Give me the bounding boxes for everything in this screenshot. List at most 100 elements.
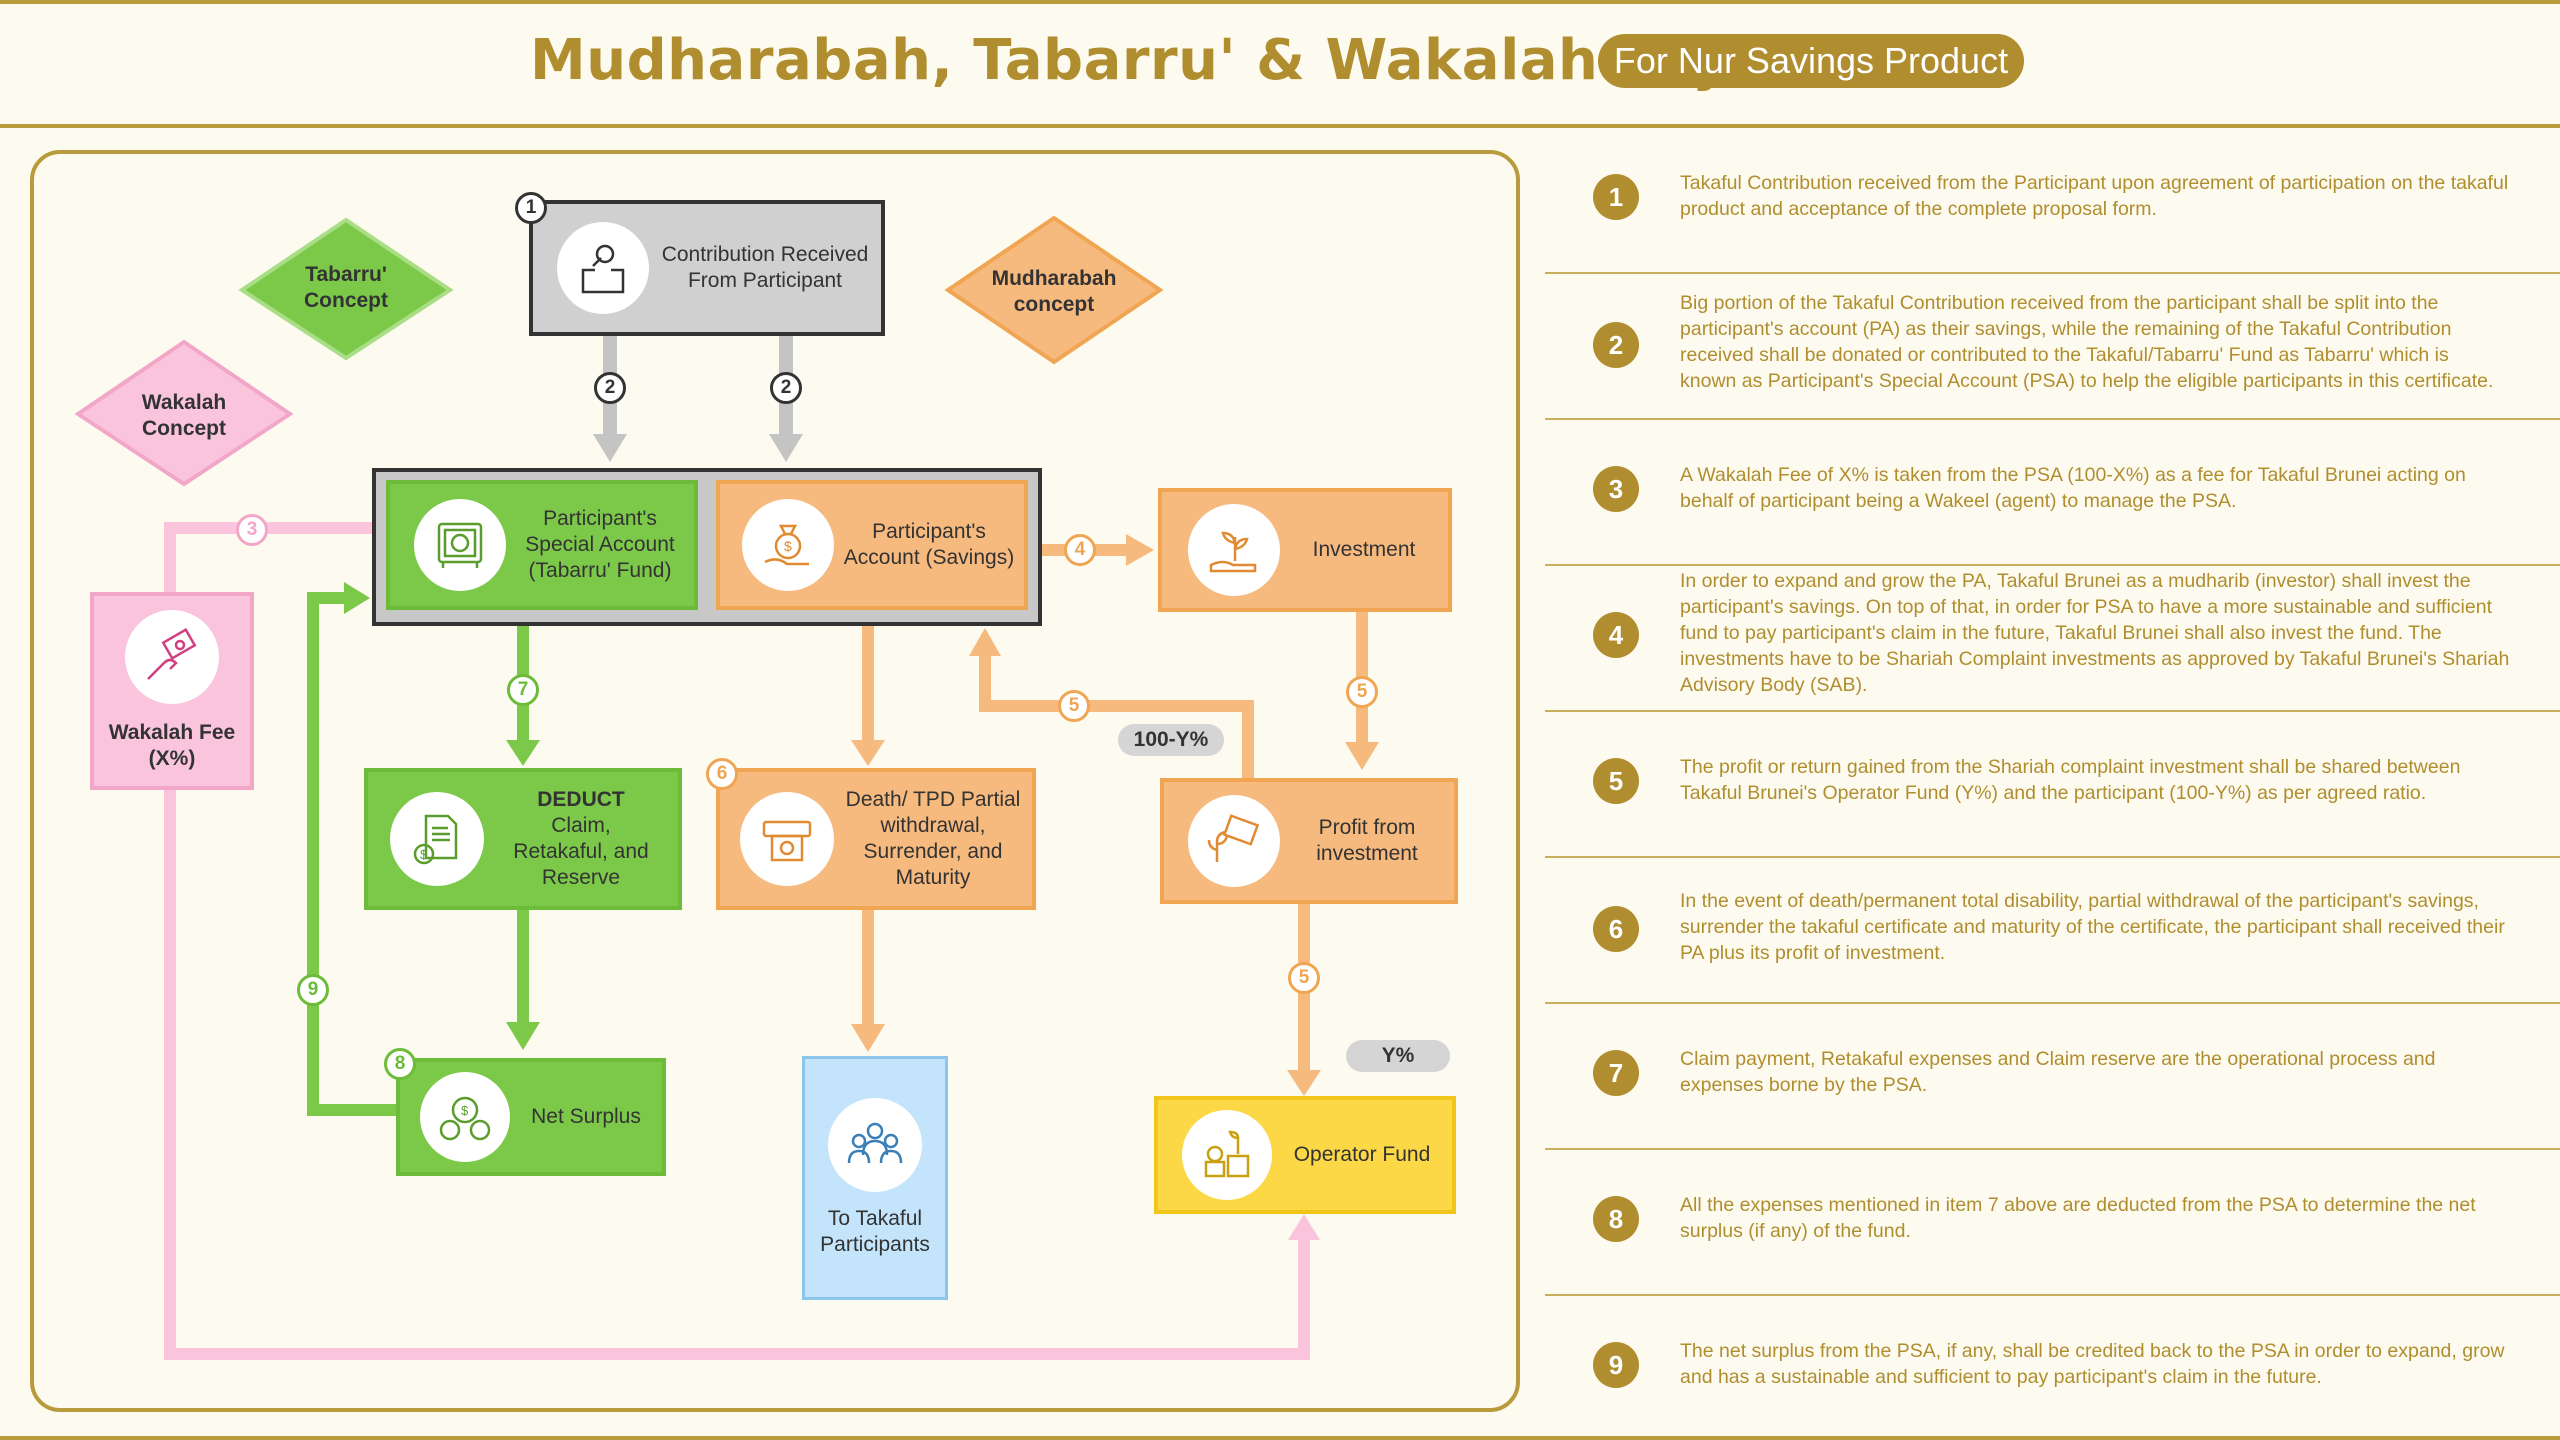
note-divider [1545, 1148, 2560, 1150]
note-text: Big portion of the Takaful Contribution … [1680, 292, 2494, 392]
step-badge-4: 4 [1064, 534, 1096, 566]
note-text: In the event of death/permanent total di… [1680, 890, 2505, 964]
to-participants-label: To Takaful Participants [820, 1207, 930, 1256]
atm-icon [740, 792, 834, 886]
wakalah-fee-label: Wakalah Fee (X%) [108, 721, 236, 770]
note-number: 9 [1593, 1342, 1639, 1388]
note-number: 8 [1593, 1196, 1639, 1242]
tag-y-percent: Y% [1346, 1040, 1450, 1072]
note-divider [1545, 856, 2560, 858]
coin-drop-icon [557, 222, 649, 314]
arrowhead-orange-profit [1345, 742, 1379, 770]
wakalah-connector [164, 522, 1310, 1360]
svg-text:$: $ [784, 538, 792, 554]
step-badge-1: 1 [515, 192, 547, 224]
death-tpd-box: Death/ TPD Partial withdrawal, Surrender… [716, 768, 1036, 910]
operator-fund-label: Operator Fund [1293, 1143, 1431, 1166]
step-badge-2a: 2 [594, 372, 626, 404]
note-text: The profit or return gained from the Sha… [1680, 756, 2461, 804]
operator-fund-box: Operator Fund [1154, 1096, 1456, 1214]
wakalah-concept-label: Wakalah Concept [141, 391, 227, 440]
pa-label: Participant's Account (Savings) [843, 520, 1015, 569]
profit-box: Profit from investment [1160, 778, 1458, 904]
psa-label: Participant's Special Account (Tabarru' … [525, 507, 675, 582]
to-participants-box: To Takaful Participants [802, 1056, 948, 1300]
note-text: Claim payment, Retakaful expenses and Cl… [1680, 1048, 2436, 1096]
wakalah-fee-box: Wakalah Fee (X%) [90, 592, 254, 790]
document-money-icon: $ [390, 792, 484, 886]
arrowhead-grey-1 [593, 434, 627, 462]
step-badge-8: 8 [384, 1048, 416, 1080]
product-pill: For Nur Savings Product [1598, 34, 2024, 88]
grey-connectors [603, 336, 793, 436]
note-text: Takaful Contribution received from the P… [1680, 172, 2509, 220]
note-number: 3 [1593, 466, 1639, 512]
svg-text:$: $ [461, 1103, 469, 1118]
header-divider [0, 124, 2560, 128]
note-number: 7 [1593, 1050, 1639, 1096]
top-border [0, 0, 2560, 4]
bottom-border [0, 1436, 2560, 1440]
death-tpd-label: Death/ TPD Partial withdrawal, Surrender… [845, 788, 1021, 889]
wakalah-concept-diamond [74, 339, 294, 487]
diagram-panel [30, 150, 1520, 1412]
profit-label: Profit from investment [1316, 816, 1418, 865]
contribution-box: Contribution Received From Participant [529, 200, 885, 336]
mudharabah-concept-label: Mudharabah concept [991, 267, 1117, 316]
psa-box: Participant's Special Account (Tabarru' … [386, 480, 698, 610]
deduct-title: DEDUCT [537, 788, 625, 811]
note-divider [1545, 710, 2560, 712]
investment-box: Investment [1158, 488, 1452, 612]
step-badge-9: 9 [297, 974, 329, 1006]
deduct-text: DEDUCT Claim, Retakaful, and Reserve [484, 787, 678, 891]
note-number: 6 [1593, 906, 1639, 952]
note-number: 4 [1593, 612, 1639, 658]
plant-hand-icon [1188, 504, 1280, 596]
step-badge-5a: 5 [1058, 690, 1090, 722]
arrowhead-orange-participants [851, 1024, 885, 1052]
arrowhead-green-psa [344, 582, 370, 614]
net-surplus-box: $ Net Surplus [396, 1058, 666, 1176]
step-badge-5b: 5 [1346, 676, 1378, 708]
people-group-icon [828, 1098, 922, 1192]
step-badge-3: 3 [236, 514, 268, 546]
safe-icon [414, 499, 506, 591]
step-badge-6: 6 [706, 758, 738, 790]
deduct-body: Claim, Retakaful, and Reserve [513, 814, 649, 889]
note-text: All the expenses mentioned in item 7 abo… [1680, 1194, 2476, 1242]
note-text: In order to expand and grow the PA, Taka… [1680, 570, 2510, 696]
svg-text:$: $ [420, 847, 428, 862]
arrowhead-grey-2 [769, 434, 803, 462]
note-text: The net surplus from the PSA, if any, sh… [1680, 1340, 2505, 1388]
arrowhead-orange-operator [1287, 1070, 1321, 1096]
hand-cash-icon [125, 610, 219, 704]
money-bag-hand-icon: $ [742, 499, 834, 591]
arrowhead-orange-death [851, 740, 885, 766]
net-surplus-label: Net Surplus [531, 1105, 641, 1128]
mudharabah-concept-diamond [944, 215, 1164, 365]
tabarru-concept-diamond [238, 217, 454, 361]
arrowhead-pink-operator [1288, 1214, 1320, 1240]
deduct-box: $ DEDUCT Claim, Retakaful, and Reserve [364, 768, 682, 910]
note-number: 1 [1593, 174, 1639, 220]
arrowhead-green-deduct [506, 740, 540, 766]
arrowhead-green-surplus [506, 1022, 540, 1050]
tag-100-minus-y: 100-Y% [1118, 724, 1224, 756]
money-growth-icon [1188, 795, 1280, 887]
note-divider [1545, 272, 2560, 274]
note-divider [1545, 1294, 2560, 1296]
money-bags-icon: $ [420, 1072, 510, 1162]
arrowhead-orange-pa [969, 628, 1001, 656]
tabarru-concept-label: Tabarru' Concept [304, 263, 388, 312]
pa-box: $ Participant's Account (Savings) [716, 480, 1028, 610]
step-badge-2b: 2 [770, 372, 802, 404]
coins-plant-icon [1182, 1110, 1272, 1200]
step-badge-7: 7 [507, 674, 539, 706]
arrowhead-orange-invest [1126, 534, 1154, 566]
note-divider [1545, 564, 2560, 566]
note-number: 5 [1593, 758, 1639, 804]
step-badge-5c: 5 [1288, 962, 1320, 994]
note-divider [1545, 418, 2560, 420]
investment-label: Investment [1312, 538, 1416, 561]
note-text: A Wakalah Fee of X% is taken from the PS… [1680, 464, 2466, 512]
